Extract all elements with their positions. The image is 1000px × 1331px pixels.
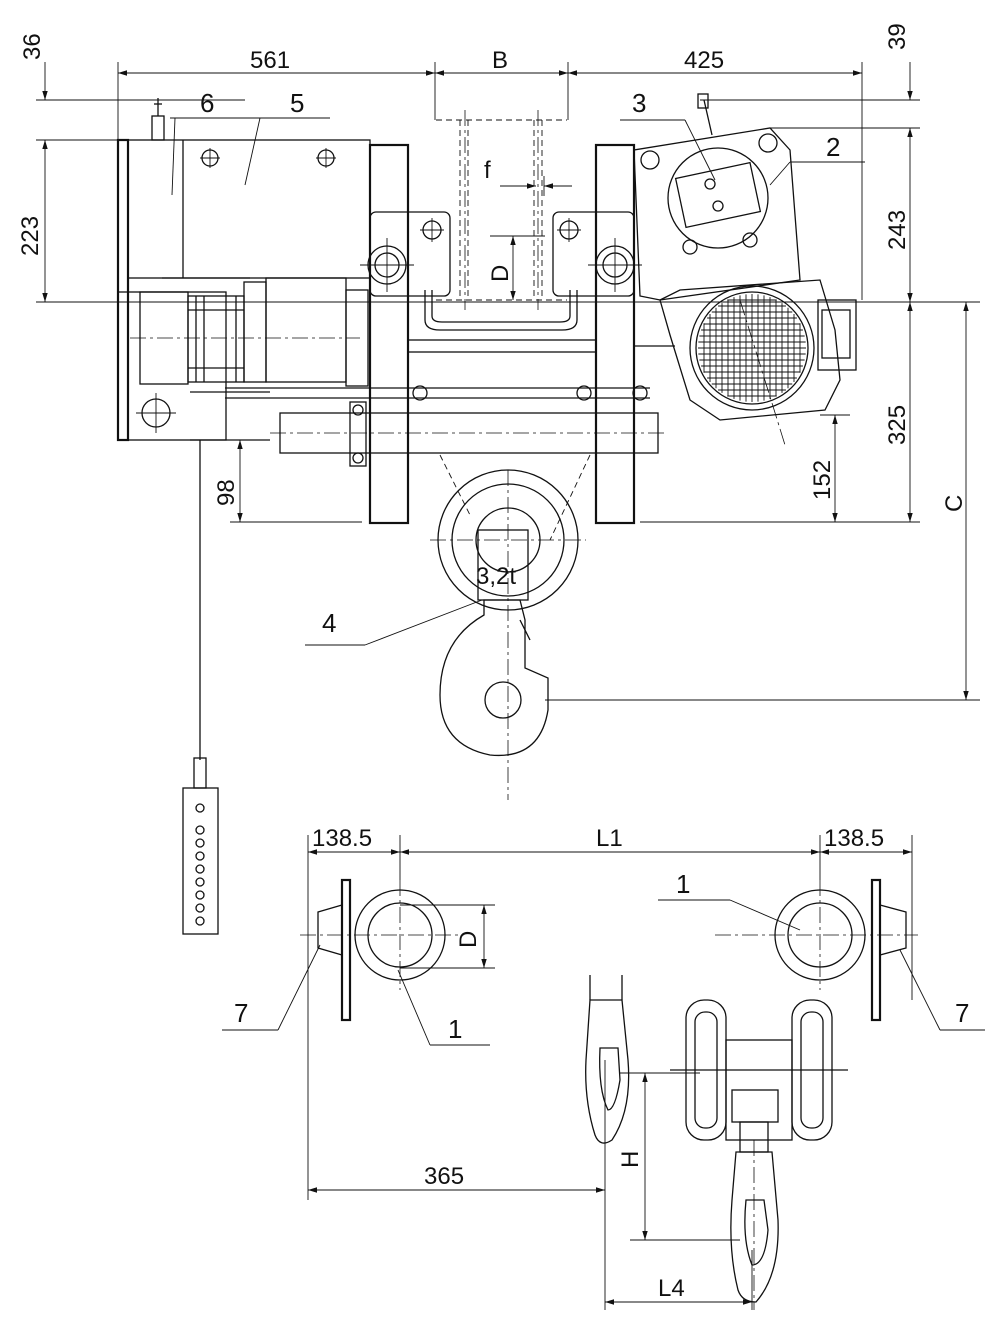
- dim-243: 243: [884, 210, 911, 250]
- motor: [130, 277, 369, 387]
- right-side-plate: [552, 143, 642, 525]
- callout-6: 6: [200, 88, 214, 118]
- top-dimensions: [117, 62, 863, 300]
- dim-138-5-right: 138.5: [824, 825, 884, 852]
- hook-block-side: [670, 999, 848, 1310]
- motor-grille: [698, 294, 806, 402]
- dim-b: B: [492, 47, 508, 74]
- dim-365: 365: [424, 1163, 464, 1190]
- left-dimensions: [36, 62, 980, 303]
- hook-capacity-label: 3,2t: [476, 563, 516, 590]
- dim-h: H: [617, 1151, 644, 1168]
- callout-7-left: 7: [234, 998, 248, 1028]
- left-wheel: [300, 878, 460, 1022]
- dim-39: 39: [884, 23, 911, 50]
- callout-7-right: 7: [955, 998, 969, 1028]
- dim-98: 98: [213, 479, 240, 506]
- callout-5: 5: [290, 88, 304, 118]
- dim-425: 425: [684, 47, 724, 74]
- dim-138-5-left: 138.5: [312, 825, 372, 852]
- dim-d-bottom: D: [455, 931, 482, 948]
- dimension-labels: 561 B 425 36 39 223 243 325 152 98 C f D…: [17, 23, 968, 1302]
- dim-c: C: [941, 495, 968, 512]
- dim-561: 561: [250, 47, 290, 74]
- pendant-control: [182, 440, 219, 935]
- callout-1-right: 1: [676, 869, 690, 899]
- trolley-frame: [225, 290, 675, 467]
- dim-d-wheel: D: [487, 265, 514, 282]
- dim-36: 36: [19, 33, 46, 60]
- dim-325: 325: [884, 405, 911, 445]
- callout-4: 4: [322, 608, 336, 638]
- callout-leaders-bottom: [222, 899, 985, 1046]
- i-beam: [436, 110, 567, 310]
- drum-housing: [116, 98, 371, 442]
- wheel-layout-view: [222, 835, 985, 1310]
- travel-drive: [633, 93, 857, 446]
- hook-block: [430, 454, 591, 800]
- callout-1-left: 1: [448, 1014, 462, 1044]
- callout-3: 3: [632, 88, 646, 118]
- right-dimensions: [230, 62, 980, 701]
- callout-leaders-top: [170, 117, 865, 646]
- dim-l1: L1: [596, 825, 623, 852]
- hook-side-view: [585, 975, 630, 1144]
- callout-2: 2: [826, 132, 840, 162]
- right-wheel: [715, 878, 918, 1022]
- dim-152: 152: [809, 460, 836, 500]
- dim-f: f: [484, 157, 491, 184]
- hoist-side-view: [116, 93, 865, 935]
- dim-223: 223: [17, 216, 44, 256]
- left-side-plate: [360, 143, 451, 525]
- callout-labels: 6 5 3 2 4 1 1 7 7 3,2t: [200, 88, 969, 1044]
- dim-l4: L4: [658, 1275, 685, 1302]
